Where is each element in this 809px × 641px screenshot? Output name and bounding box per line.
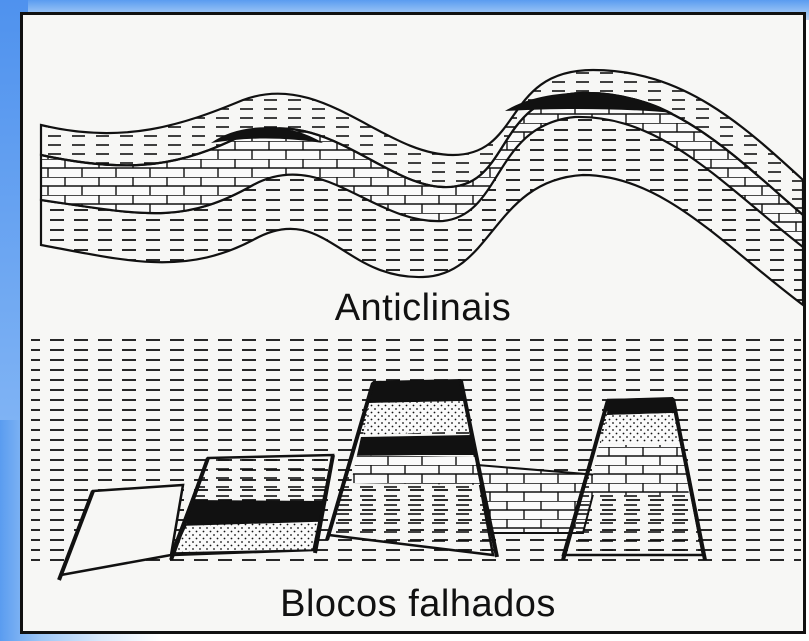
anticline-strata [41, 70, 803, 305]
fault-block-label: Blocos falhados [23, 583, 803, 626]
fault-block-strata [31, 335, 801, 580]
diagram-frame: Anticlinais Blocos falhados [20, 12, 806, 634]
anticline-label: Anticlinais [23, 287, 803, 330]
